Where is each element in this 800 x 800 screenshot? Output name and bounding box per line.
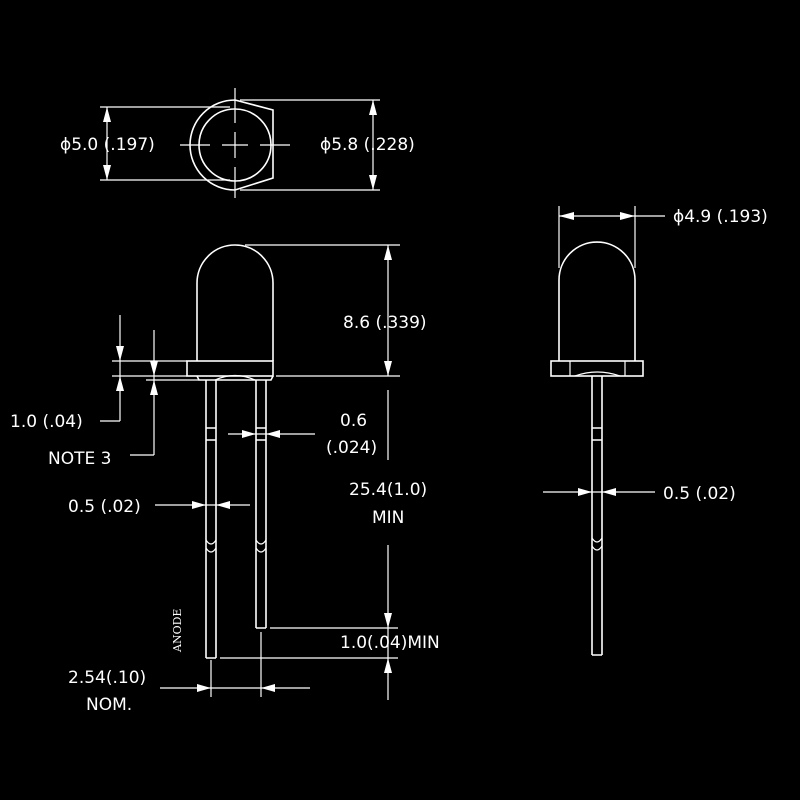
dim-label-lead-width: 0.5 (.02) bbox=[68, 497, 141, 517]
dim-label-lead-length-min: MIN bbox=[372, 508, 404, 528]
arrow-head bbox=[197, 684, 211, 692]
arrow-head bbox=[242, 430, 256, 438]
dim-label-lens-height: 8.6 (.339) bbox=[343, 313, 427, 333]
flange bbox=[186, 360, 274, 377]
end-lens-outline bbox=[558, 241, 636, 361]
note-label: NOTE 3 bbox=[48, 449, 111, 469]
arrow-head bbox=[103, 165, 111, 180]
dim-label-lead-diff: 1.0(.04)MIN bbox=[340, 633, 440, 653]
base bbox=[196, 375, 274, 381]
dim-label-lead-square: 0.6 bbox=[340, 411, 367, 431]
end-view: ϕ4.9 (.193) 0.5 (.02) bbox=[543, 206, 768, 656]
arrow-head bbox=[103, 107, 111, 122]
cathode-lead-kink bbox=[255, 539, 267, 553]
arrow-head bbox=[384, 613, 392, 628]
dim-label-lead-square-inch: (.024) bbox=[326, 438, 377, 458]
top-view: ϕ5.0 (.197) ϕ5.8 (.228) bbox=[60, 88, 415, 198]
flange-outline bbox=[189, 99, 274, 191]
cathode-lead bbox=[255, 380, 267, 629]
arrow-head bbox=[559, 212, 574, 220]
arrow-head bbox=[150, 380, 158, 395]
end-lead-kink bbox=[591, 537, 603, 551]
arrow-head bbox=[116, 346, 124, 361]
lens-outline bbox=[196, 244, 274, 361]
arrow-head bbox=[384, 361, 392, 376]
base-curve bbox=[214, 374, 256, 381]
arrow-head bbox=[150, 361, 158, 376]
anode-lead bbox=[205, 380, 217, 659]
end-base bbox=[574, 371, 621, 377]
dim-label-spacing-nom: NOM. bbox=[86, 695, 132, 715]
arrow-head bbox=[578, 488, 592, 496]
anode-lead-kink bbox=[205, 539, 217, 553]
arrow-head bbox=[192, 501, 206, 509]
arrow-head bbox=[602, 488, 616, 496]
side-view: 8.6 (.339) 1.0 (.04) NOTE 3 0.6 (.024) 0… bbox=[10, 244, 440, 715]
arrow-head bbox=[384, 245, 392, 260]
dim-label-flange: 1.0 (.04) bbox=[10, 412, 83, 432]
dim-label-spacing: 2.54(.10) bbox=[68, 668, 146, 688]
arrow-head bbox=[369, 100, 377, 115]
end-lead bbox=[591, 376, 603, 656]
dim-label-lead-length: 25.4(1.0) bbox=[349, 480, 427, 500]
arrow-head bbox=[116, 376, 124, 391]
arrow-head bbox=[369, 175, 377, 190]
arrow-head bbox=[261, 684, 275, 692]
arrow-head bbox=[620, 212, 635, 220]
arrow-head bbox=[266, 430, 280, 438]
end-flange bbox=[550, 360, 644, 377]
dim-label-end-dia: ϕ4.9 (.193) bbox=[673, 207, 768, 227]
anode-label: ANODE bbox=[171, 609, 184, 653]
dim-label-dia-inner: ϕ5.0 (.197) bbox=[60, 135, 155, 155]
arrow-head bbox=[384, 658, 392, 673]
dim-label-dia-flange: ϕ5.8 (.228) bbox=[320, 135, 415, 155]
arrow-head bbox=[216, 501, 230, 509]
dim-label-end-lead-width: 0.5 (.02) bbox=[663, 484, 736, 504]
